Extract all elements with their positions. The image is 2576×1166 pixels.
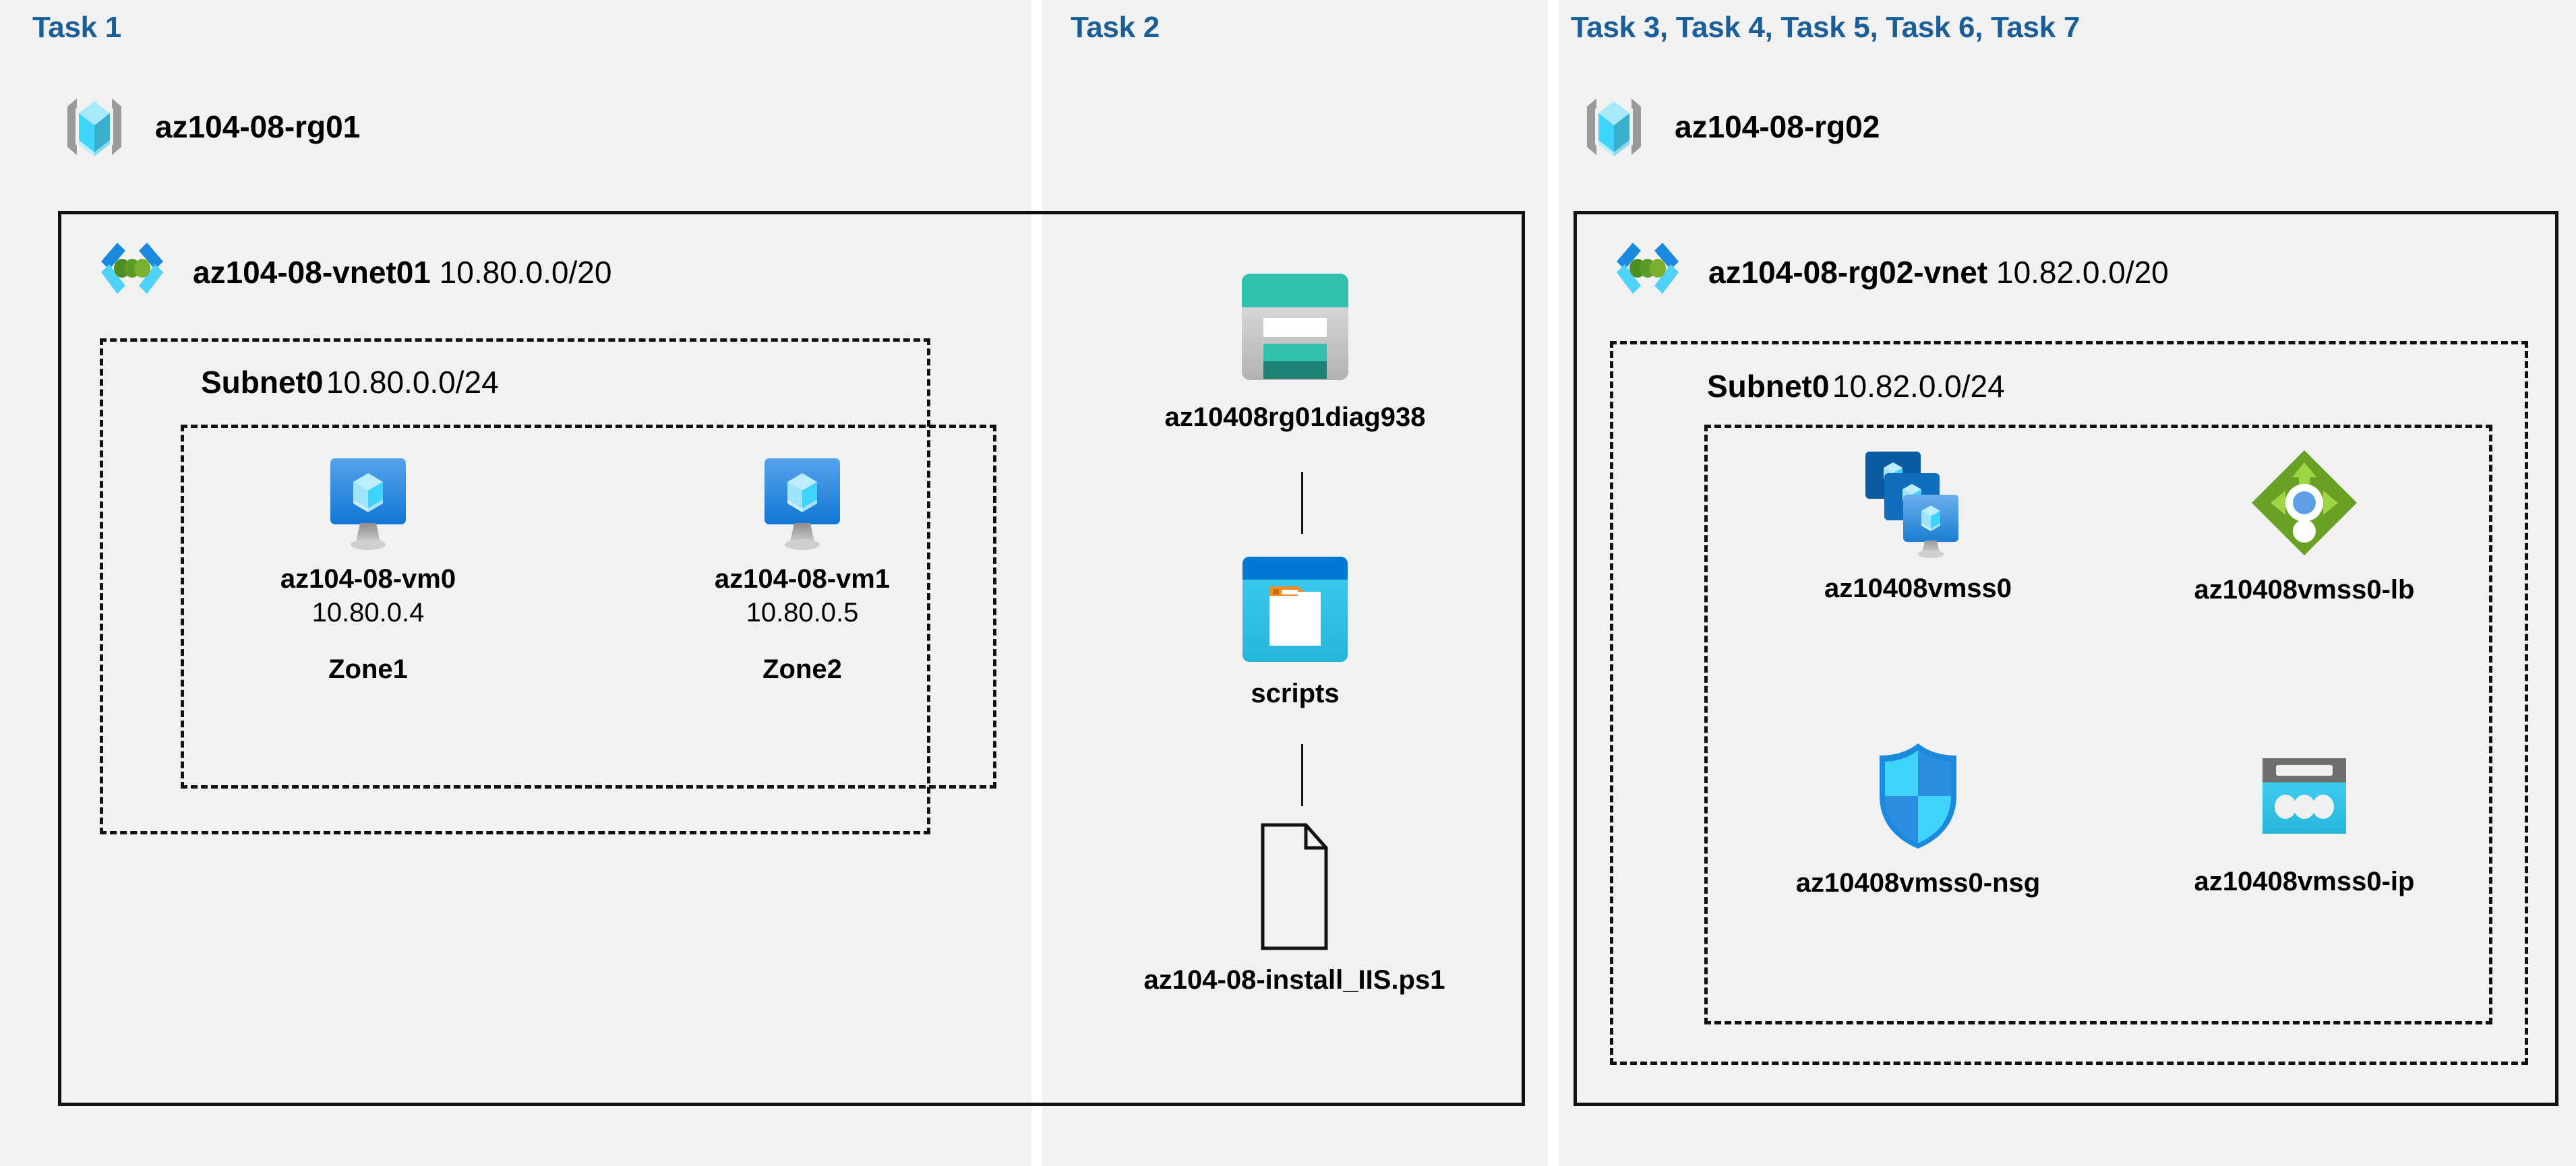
- virtual-machine-icon: [755, 453, 849, 554]
- vm-node-0[interactable]: az104-08-vm0 10.80.0.4 Zone1: [267, 453, 469, 685]
- task3-vnet-header: az104-08-rg02-vnet 10.82.0.0/20: [1610, 237, 2169, 307]
- resource-group-name: az104-08-rg01: [155, 109, 361, 144]
- task3-vnet-box: [1574, 211, 2558, 1106]
- virtual-network-icon: [1610, 237, 1685, 307]
- task1-subnet-header: Subnet0 10.80.0.0/24: [201, 364, 499, 400]
- vm-zone: Zone2: [762, 654, 842, 685]
- vm-ip: 10.80.0.5: [746, 598, 859, 628]
- vnet-cidr: 10.80.0.0/20: [439, 255, 612, 290]
- nsg-node[interactable]: az10408vmss0-nsg: [1796, 738, 2040, 899]
- resource-name: az10408vmss0: [1824, 574, 2012, 603]
- task3-panel: [1559, 0, 2576, 1166]
- task3-subnet-header: Subnet0 10.82.0.0/24: [1707, 368, 2005, 404]
- container-name: scripts: [1251, 679, 1340, 708]
- storage-account-name: az10408rg01diag938: [1164, 402, 1426, 432]
- task1-title: Task 1: [32, 11, 121, 44]
- subnet-cidr: 10.80.0.0/24: [326, 365, 499, 400]
- vm-ip: 10.80.0.4: [311, 598, 425, 628]
- task1-vnet-header: az104-08-vnet01 10.80.0.0/20: [94, 237, 611, 307]
- vm-name: az104-08-vm1: [714, 564, 891, 594]
- task3-title: Task 3, Task 4, Task 5, Task 6, Task 7: [1571, 11, 2080, 44]
- storage-account-icon: [1231, 263, 1359, 391]
- task1-vnet-box: [58, 211, 1525, 1106]
- script-file-name: az104-08-install_IIS.ps1: [1143, 965, 1445, 995]
- task1-panel: [0, 0, 1031, 1166]
- resource-group-name: az104-08-rg02: [1675, 109, 1880, 144]
- script-file-node[interactable]: az104-08-install_IIS.ps1: [1133, 821, 1456, 996]
- network-security-group-icon: [1867, 738, 1969, 854]
- resource-group-icon: [54, 86, 135, 167]
- virtual-machine-icon: [321, 453, 415, 554]
- task2-title: Task 2: [1071, 11, 1160, 44]
- task1-resource-group: az104-08-rg01: [54, 86, 360, 167]
- public-ip-node[interactable]: az10408vmss0-ip: [2183, 751, 2426, 898]
- load-balancer-icon: [2246, 445, 2362, 561]
- connector-storage-to-container: [1301, 472, 1303, 534]
- public-ip-address-icon: [2253, 751, 2356, 853]
- subnet-name: Subnet0: [1707, 369, 1830, 404]
- resource-name: az10408vmss0-lb: [2194, 575, 2415, 605]
- vnet-name: az104-08-rg02-vnet: [1708, 255, 1988, 290]
- vnet-name: az104-08-vnet01: [193, 255, 431, 290]
- vm-node-1[interactable]: az104-08-vm1 10.80.0.5 Zone2: [701, 453, 903, 685]
- vmss-node[interactable]: az10408vmss0: [1807, 445, 2029, 605]
- task3-subnet-box: [1610, 341, 2528, 1065]
- virtual-network-icon: [94, 237, 170, 307]
- vm-name: az104-08-vm0: [280, 564, 456, 594]
- resource-name: az10408vmss0-nsg: [1795, 868, 2041, 898]
- task1-zone-box: [181, 425, 996, 789]
- task3-resource-group: az104-08-rg02: [1574, 86, 1880, 167]
- blob-container-icon: [1237, 551, 1353, 667]
- subnet-cidr: 10.82.0.0/24: [1832, 369, 2005, 404]
- connector-container-to-file: [1301, 744, 1303, 806]
- vm-zone: Zone1: [328, 654, 408, 685]
- blob-container-node[interactable]: scripts: [1194, 551, 1396, 710]
- task1-subnet-box: [100, 338, 930, 834]
- resource-name: az10408vmss0-ip: [2194, 867, 2415, 896]
- load-balancer-node[interactable]: az10408vmss0-lb: [2183, 445, 2426, 606]
- subnet-name: Subnet0: [201, 365, 324, 400]
- file-icon: [1257, 821, 1331, 952]
- task3-resource-box: [1704, 425, 2492, 1024]
- resource-group-icon: [1574, 86, 1654, 167]
- storage-account-node[interactable]: az10408rg01diag938: [1165, 263, 1425, 433]
- vm-scale-set-icon: [1857, 445, 1979, 559]
- vnet-cidr: 10.82.0.0/20: [1996, 255, 2169, 290]
